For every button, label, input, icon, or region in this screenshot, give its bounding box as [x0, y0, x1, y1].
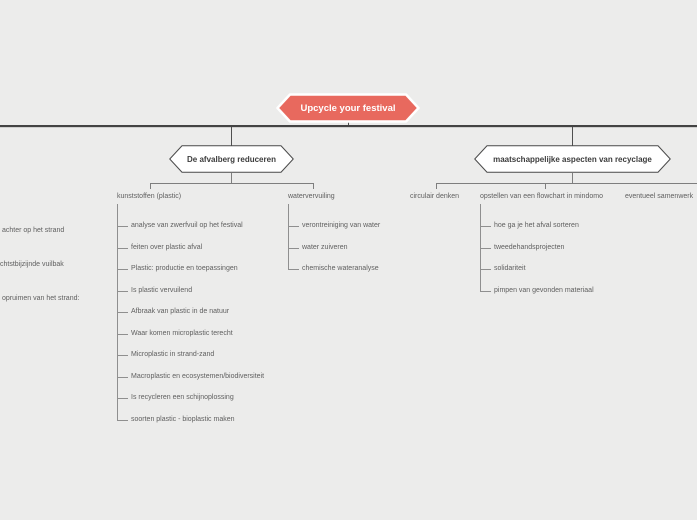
branch-tick	[117, 334, 128, 335]
branch-tick	[117, 398, 128, 399]
offscreen-item[interactable]: achter op het strand	[2, 227, 65, 234]
mindmap-item[interactable]: water zuiveren	[302, 244, 348, 251]
topic-hexagon-shape	[474, 145, 671, 173]
branch-tick	[288, 248, 299, 249]
mindmap-item[interactable]: Waar komen microplastic terecht	[131, 330, 233, 337]
bracket-drop	[150, 183, 151, 189]
mindmap-item[interactable]: Is plastic vervuilend	[131, 287, 193, 294]
subtopic-opstellen-flowchart[interactable]: opstellen van een flowchart in mindomo	[480, 193, 603, 200]
branch-tick	[288, 269, 299, 270]
bracket-drop	[313, 183, 314, 189]
topic-label[interactable]: maatschappelijke aspecten van recyclage	[493, 154, 652, 164]
mindmap-item[interactable]: pimpen van gevonden materiaal	[494, 287, 594, 294]
connector-line	[231, 127, 232, 146]
mindmap-item[interactable]: Is recycleren een schijnoplossing	[131, 394, 234, 401]
mindmap-item[interactable]: Plastic: productie en toepassingen	[131, 265, 238, 272]
subtopic-watervervuiling[interactable]: watervervuiling	[288, 193, 335, 200]
main-branch-line	[0, 125, 697, 127]
mindmap-item[interactable]: chemische wateranalyse	[302, 265, 379, 272]
subtopic-circulair-denken[interactable]: circulair denken	[410, 193, 460, 200]
mindmap-item[interactable]: Microplastic in strand-zand	[131, 351, 215, 358]
branch-tick	[480, 248, 491, 249]
mindmap-item[interactable]: soorten plastic - bioplastic maken	[131, 416, 235, 423]
mindmap-item[interactable]: hoe ga je het afval sorteren	[494, 222, 579, 229]
bracket-drop	[545, 183, 546, 189]
mindmap-item[interactable]: Afbraak van plastic in de natuur	[131, 308, 230, 315]
branch-tick	[117, 248, 128, 249]
root-topic-label[interactable]: Upcycle your festival	[300, 102, 396, 114]
branch-tick	[117, 377, 128, 378]
root-hexagon-shape	[276, 93, 420, 123]
branch-tick	[480, 269, 491, 270]
subtopic-kunststoffen[interactable]: kunststoffen (plastic)	[117, 193, 182, 200]
branch-trunk	[480, 204, 481, 291]
mindmap-item[interactable]: analyse van zwerfvuil op het festival	[131, 222, 243, 229]
connector-line	[572, 173, 573, 183]
branch-tick	[117, 269, 128, 270]
branch-tick	[117, 355, 128, 356]
topic-node-maatschappelijke[interactable]: maatschappelijke aspecten van recyclage	[474, 145, 671, 173]
topic-node-afvalberg[interactable]: De afvalberg reduceren	[169, 145, 294, 173]
mindmap-item[interactable]: solidariteit	[494, 265, 526, 272]
branch-trunk	[288, 204, 289, 270]
branch-tick	[117, 420, 128, 421]
topic-hexagon-shape	[169, 145, 294, 173]
main-branch-line-shadow	[0, 127, 697, 128]
bracket-line	[436, 183, 697, 184]
branch-tick	[480, 291, 491, 292]
mindmap-item[interactable]: verontreiniging van water	[302, 222, 381, 229]
bracket-drop	[436, 183, 437, 189]
offscreen-item[interactable]: opruimen van het strand:	[2, 295, 80, 302]
subtopic-eventueel-samenwerken[interactable]: eventueel samenwerk	[625, 193, 694, 200]
connector-line	[572, 127, 573, 146]
connector-line	[231, 173, 232, 183]
branch-tick	[288, 226, 299, 227]
mindmap-item[interactable]: tweedehandsprojecten	[494, 244, 565, 251]
topic-label[interactable]: De afvalberg reduceren	[187, 154, 276, 164]
mindmap-item[interactable]: feiten over plastic afval	[131, 244, 203, 251]
branch-tick	[117, 226, 128, 227]
root-topic-node[interactable]: Upcycle your festival	[276, 93, 420, 123]
offscreen-item[interactable]: chtstbijzijnde vuilbak	[0, 261, 64, 268]
bracket-line	[150, 183, 314, 184]
mindmap-item[interactable]: Macroplastic en ecosystemen/biodiversite…	[131, 373, 265, 380]
branch-tick	[117, 312, 128, 313]
branch-tick	[117, 291, 128, 292]
branch-tick	[480, 226, 491, 227]
